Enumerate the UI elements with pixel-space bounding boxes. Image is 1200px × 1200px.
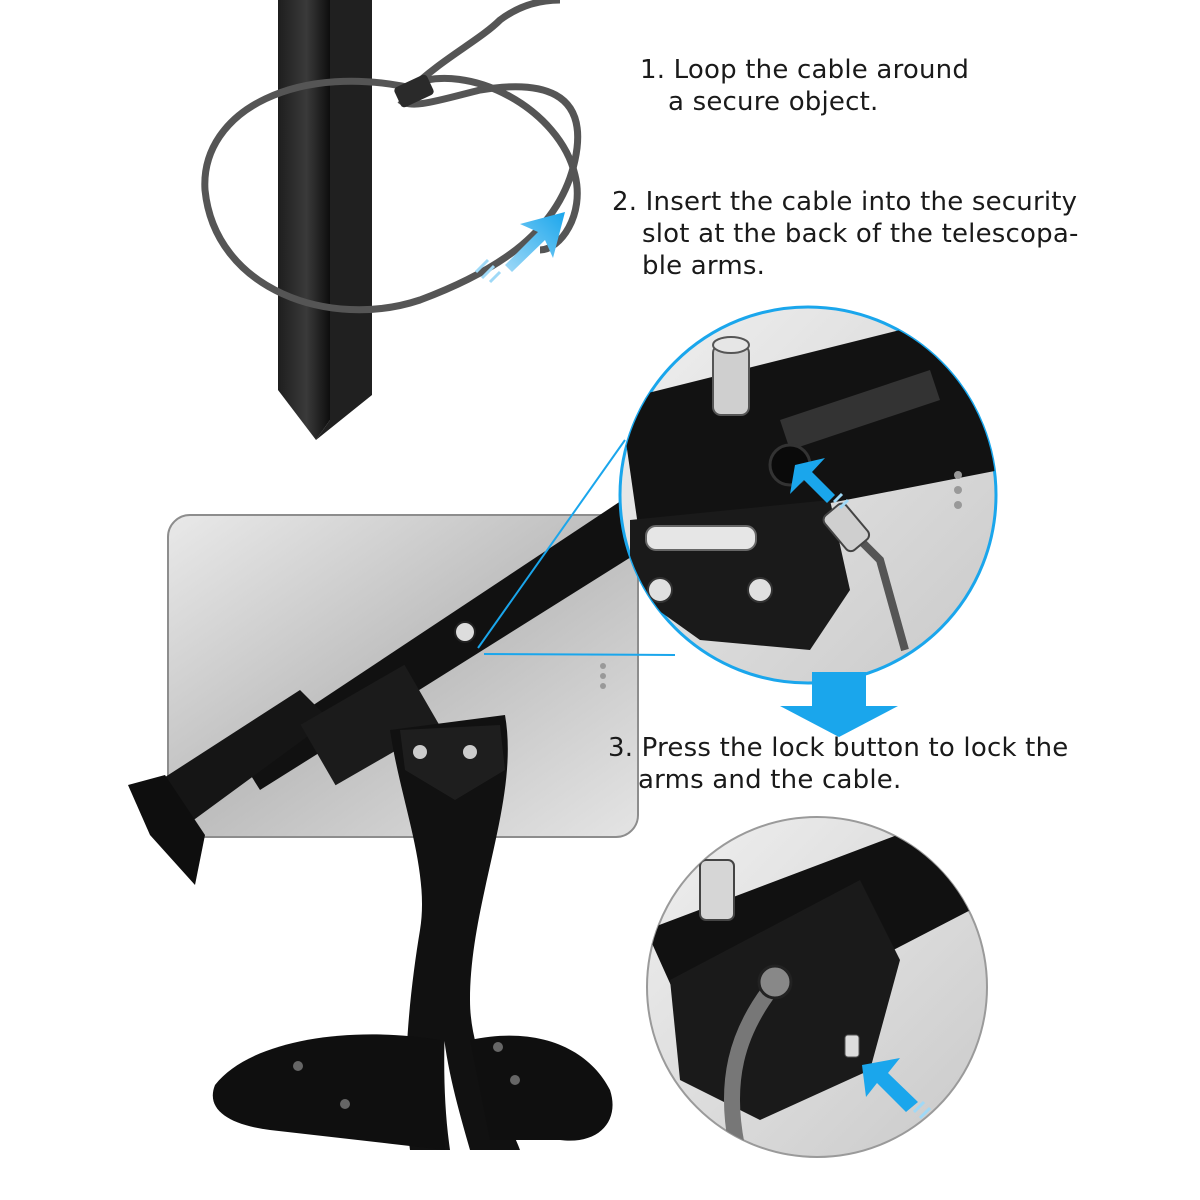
- step-1-line-2: a secure object.: [668, 87, 879, 117]
- zoom-circle-slot: [618, 305, 998, 685]
- instruction-step-1: 1. Loop the cable around a secure object…: [640, 54, 969, 118]
- step-1-line-1: 1. Loop the cable around: [640, 55, 970, 85]
- step-3-line-2: arms and the cable.: [638, 765, 902, 795]
- instruction-step-2: 2. Insert the cable into the security sl…: [612, 186, 1079, 282]
- step-2-line-3: ble arms.: [642, 251, 766, 281]
- security-pole: [278, 0, 372, 440]
- step-3-line-1: 3. Press the lock button to lock the: [608, 733, 1069, 763]
- step-2-line-1: 2. Insert the cable into the security: [612, 187, 1078, 217]
- up-left-arrow-icon: [790, 458, 850, 510]
- up-right-arrow-icon: [474, 212, 565, 284]
- step-2-line-2: slot at the back of the telescopa-: [642, 219, 1079, 249]
- cable-ferrule: [394, 74, 434, 108]
- security-cable-loop: [201, 0, 582, 314]
- down-arrow-icon: [780, 672, 898, 737]
- callout-lines: [477, 439, 676, 656]
- telescopic-arms: [128, 475, 690, 885]
- zoom-circle-lock: [646, 816, 988, 1158]
- up-left-arrow-icon: [862, 1058, 932, 1120]
- instruction-step-3: 3. Press the lock button to lock the arm…: [608, 732, 1068, 796]
- stand: [212, 715, 613, 1150]
